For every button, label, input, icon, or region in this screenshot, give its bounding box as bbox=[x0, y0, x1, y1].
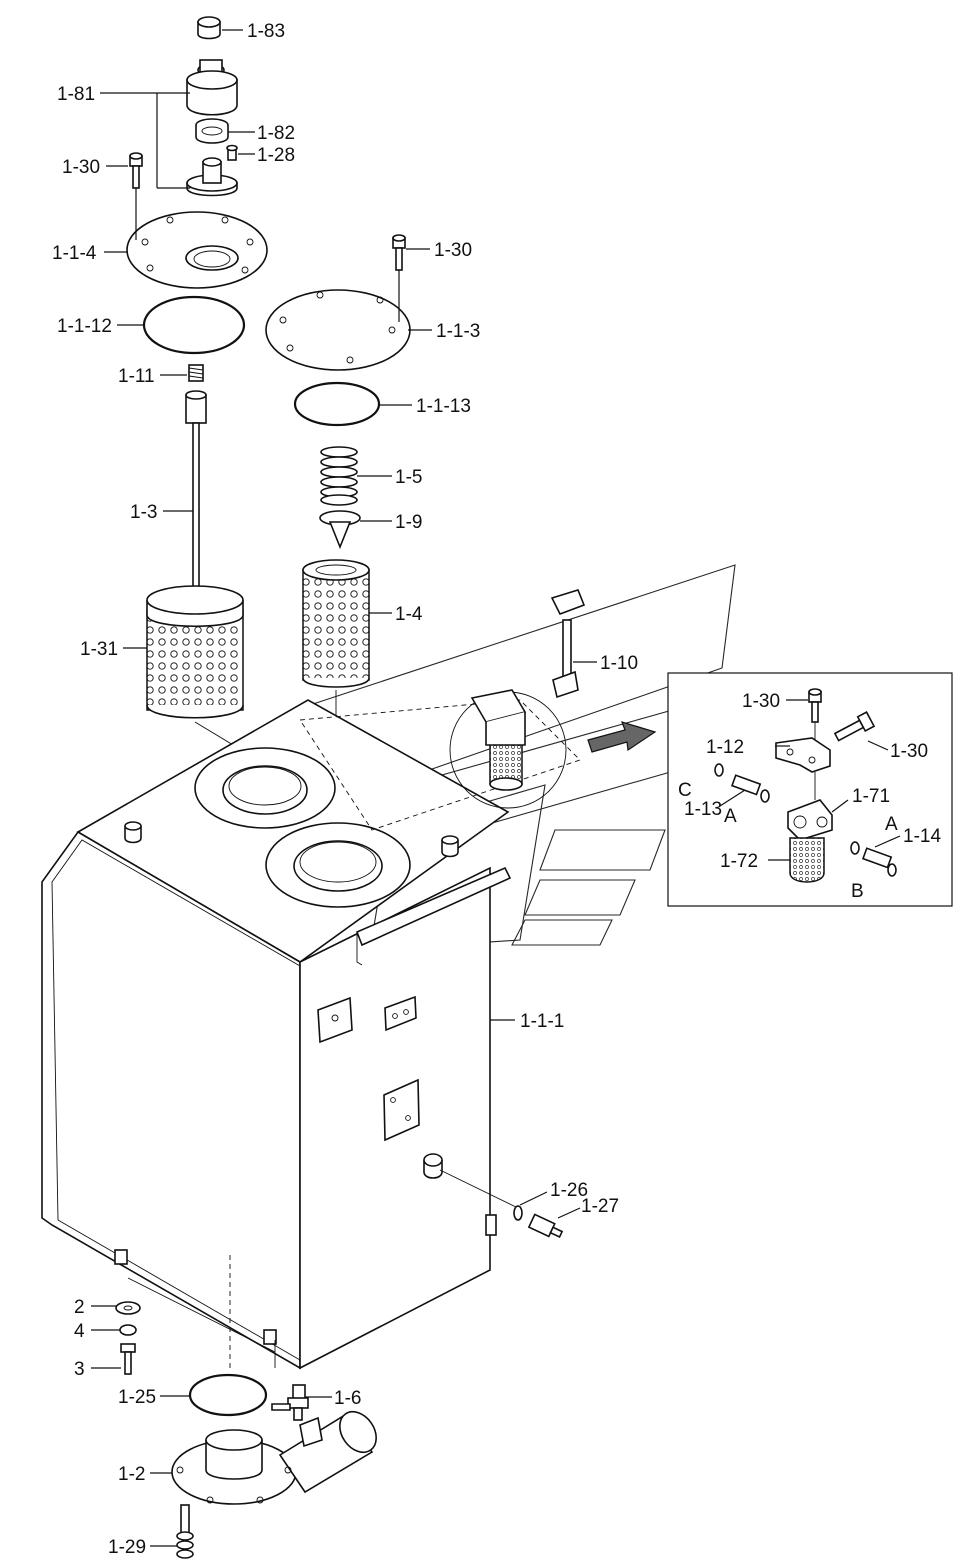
o-ring-part bbox=[142, 295, 246, 355]
leader-lines bbox=[91, 29, 901, 1547]
bolt-part bbox=[392, 234, 406, 271]
level-gauge-part bbox=[550, 589, 586, 699]
callout-1-30: 1-30 bbox=[890, 741, 928, 762]
callout-1-28: 1-28 bbox=[257, 145, 295, 166]
cover-plate-part bbox=[265, 289, 411, 371]
callout-1-29: 1-29 bbox=[108, 1537, 146, 1558]
callout-1-1-12: 1-1-12 bbox=[57, 316, 112, 337]
line-filter-part bbox=[449, 689, 567, 809]
suction-pipe-part bbox=[171, 1410, 377, 1505]
callout-1-30: 1-30 bbox=[742, 691, 780, 712]
callout-1-12: 1-12 bbox=[706, 737, 744, 758]
callout-1-25: 1-25 bbox=[118, 1387, 156, 1408]
cover-plate-part bbox=[126, 211, 268, 289]
callout-1-11: 1-11 bbox=[118, 366, 155, 387]
bolt-part bbox=[176, 1504, 194, 1559]
callout-1-6: 1-6 bbox=[334, 1388, 361, 1409]
callout-1-82: 1-82 bbox=[257, 123, 295, 144]
sensor-part bbox=[439, 1169, 564, 1239]
callout-1-13: 1-13 bbox=[684, 799, 722, 820]
filter-element-part bbox=[302, 559, 370, 688]
callout-A: A bbox=[885, 814, 898, 835]
o-ring-part bbox=[188, 1373, 268, 1417]
callout-1-5: 1-5 bbox=[395, 467, 422, 488]
callout-1-81: 1-81 bbox=[57, 84, 95, 105]
callout-1-83: 1-83 bbox=[247, 21, 285, 42]
drain-valve-part bbox=[271, 1384, 309, 1421]
callout-labels: 1-83 1-81 1-82 1-28 1-30 1-1-4 1-30 1-1-… bbox=[52, 21, 941, 1558]
callout-1-1-1: 1-1-1 bbox=[520, 1011, 564, 1032]
callout-1-72: 1-72 bbox=[720, 851, 758, 872]
bolt-part bbox=[129, 152, 143, 189]
callout-1-30: 1-30 bbox=[434, 240, 472, 261]
callout-1-3: 1-3 bbox=[130, 502, 157, 523]
drain-bolt-part bbox=[115, 1301, 141, 1375]
callout-A: A bbox=[724, 806, 737, 827]
breather-cap-part bbox=[186, 16, 238, 197]
bypass-valve-part bbox=[319, 510, 361, 550]
suction-strainer-part bbox=[146, 585, 244, 719]
callout-1-26: 1-26 bbox=[550, 1180, 588, 1201]
callout-1-27: 1-27 bbox=[581, 1196, 619, 1217]
hydraulic-tank-part bbox=[41, 699, 512, 1372]
callout-1-71: 1-71 bbox=[852, 786, 890, 807]
o-ring-part bbox=[293, 381, 381, 427]
callout-4: 4 bbox=[74, 1321, 85, 1342]
callout-3: 3 bbox=[74, 1359, 85, 1380]
callout-1-1-3: 1-1-3 bbox=[436, 321, 480, 342]
detail-view-box bbox=[667, 672, 953, 907]
callout-1-4: 1-4 bbox=[395, 604, 423, 625]
callout-1-30: 1-30 bbox=[62, 157, 100, 178]
callout-1-10: 1-10 bbox=[600, 653, 638, 674]
callout-1-14: 1-14 bbox=[903, 826, 941, 847]
callout-1-31: 1-31 bbox=[80, 639, 118, 660]
spring-part bbox=[320, 446, 358, 506]
callout-2: 2 bbox=[74, 1297, 85, 1318]
callout-1-2: 1-2 bbox=[118, 1464, 145, 1485]
callout-1-9: 1-9 bbox=[395, 512, 422, 533]
small-spring-part bbox=[188, 364, 204, 382]
callout-B: B bbox=[851, 881, 864, 902]
callout-1-1-4: 1-1-4 bbox=[52, 243, 97, 264]
detail-arrow-icon bbox=[587, 721, 657, 753]
callout-C: C bbox=[678, 780, 692, 801]
callout-1-1-13: 1-1-13 bbox=[416, 396, 471, 417]
indicator-rod-part bbox=[185, 390, 207, 603]
